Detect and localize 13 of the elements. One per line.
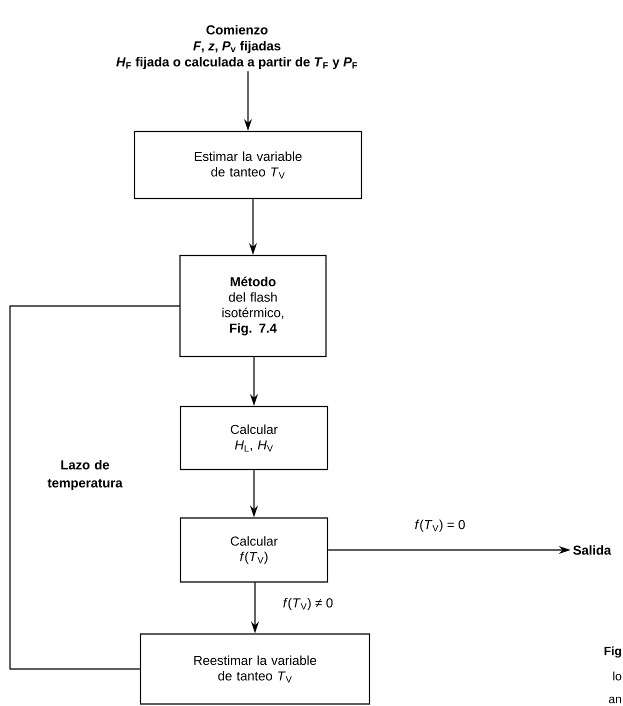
edge-label: f(T$_{V}$) ≠ 0 xyxy=(282,596,334,612)
caption-fragment: an xyxy=(608,696,622,704)
caption-fragment: Fig xyxy=(604,646,621,658)
process-box: Estimar la variable de tanteo T$_{V}$ xyxy=(134,130,362,200)
loop-label: Lazo de temperatura xyxy=(48,460,123,490)
caption-fragment: lo xyxy=(613,672,622,680)
process-box: Reestimar la variable de tanteo T$_{V}$ xyxy=(140,633,370,705)
edge-label: f(T$_{V}$) = 0 xyxy=(414,518,466,533)
start-text: Comienzo F, z, P$_{v}$ fijadas H$_{F}$ fijada o calculada a partir de T$_{F}$ y P$_{F}$ xyxy=(116,24,358,70)
process-box: Calcular H$_{L}$, H$_{V}$ xyxy=(180,406,328,470)
process-box: Calcular f(T$_{V}$) xyxy=(180,517,328,583)
process-box: Método del flash isotérmico, Fig. 7.4 xyxy=(179,254,327,358)
exit-text: Salida xyxy=(573,545,612,555)
